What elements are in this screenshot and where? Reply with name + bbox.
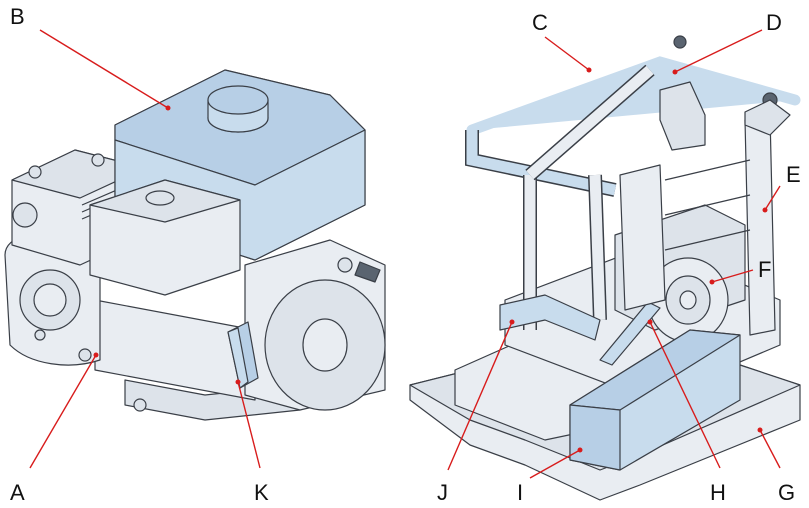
label-k: K	[254, 480, 269, 505]
label-h: H	[710, 480, 726, 505]
engine-illustration	[4, 69, 386, 421]
label-i: I	[517, 480, 523, 505]
label-j: J	[437, 480, 448, 505]
label-a: A	[10, 480, 25, 505]
label-c: C	[532, 10, 548, 35]
label-b: B	[10, 4, 25, 29]
leader-lines	[29, 29, 781, 479]
label-g: G	[778, 480, 795, 505]
label-f: F	[758, 257, 771, 282]
callout-labels: B C D E F A K J I H G	[10, 4, 801, 505]
label-d: D	[766, 10, 782, 35]
label-e: E	[786, 162, 801, 187]
compactor-illustration	[409, 35, 801, 501]
